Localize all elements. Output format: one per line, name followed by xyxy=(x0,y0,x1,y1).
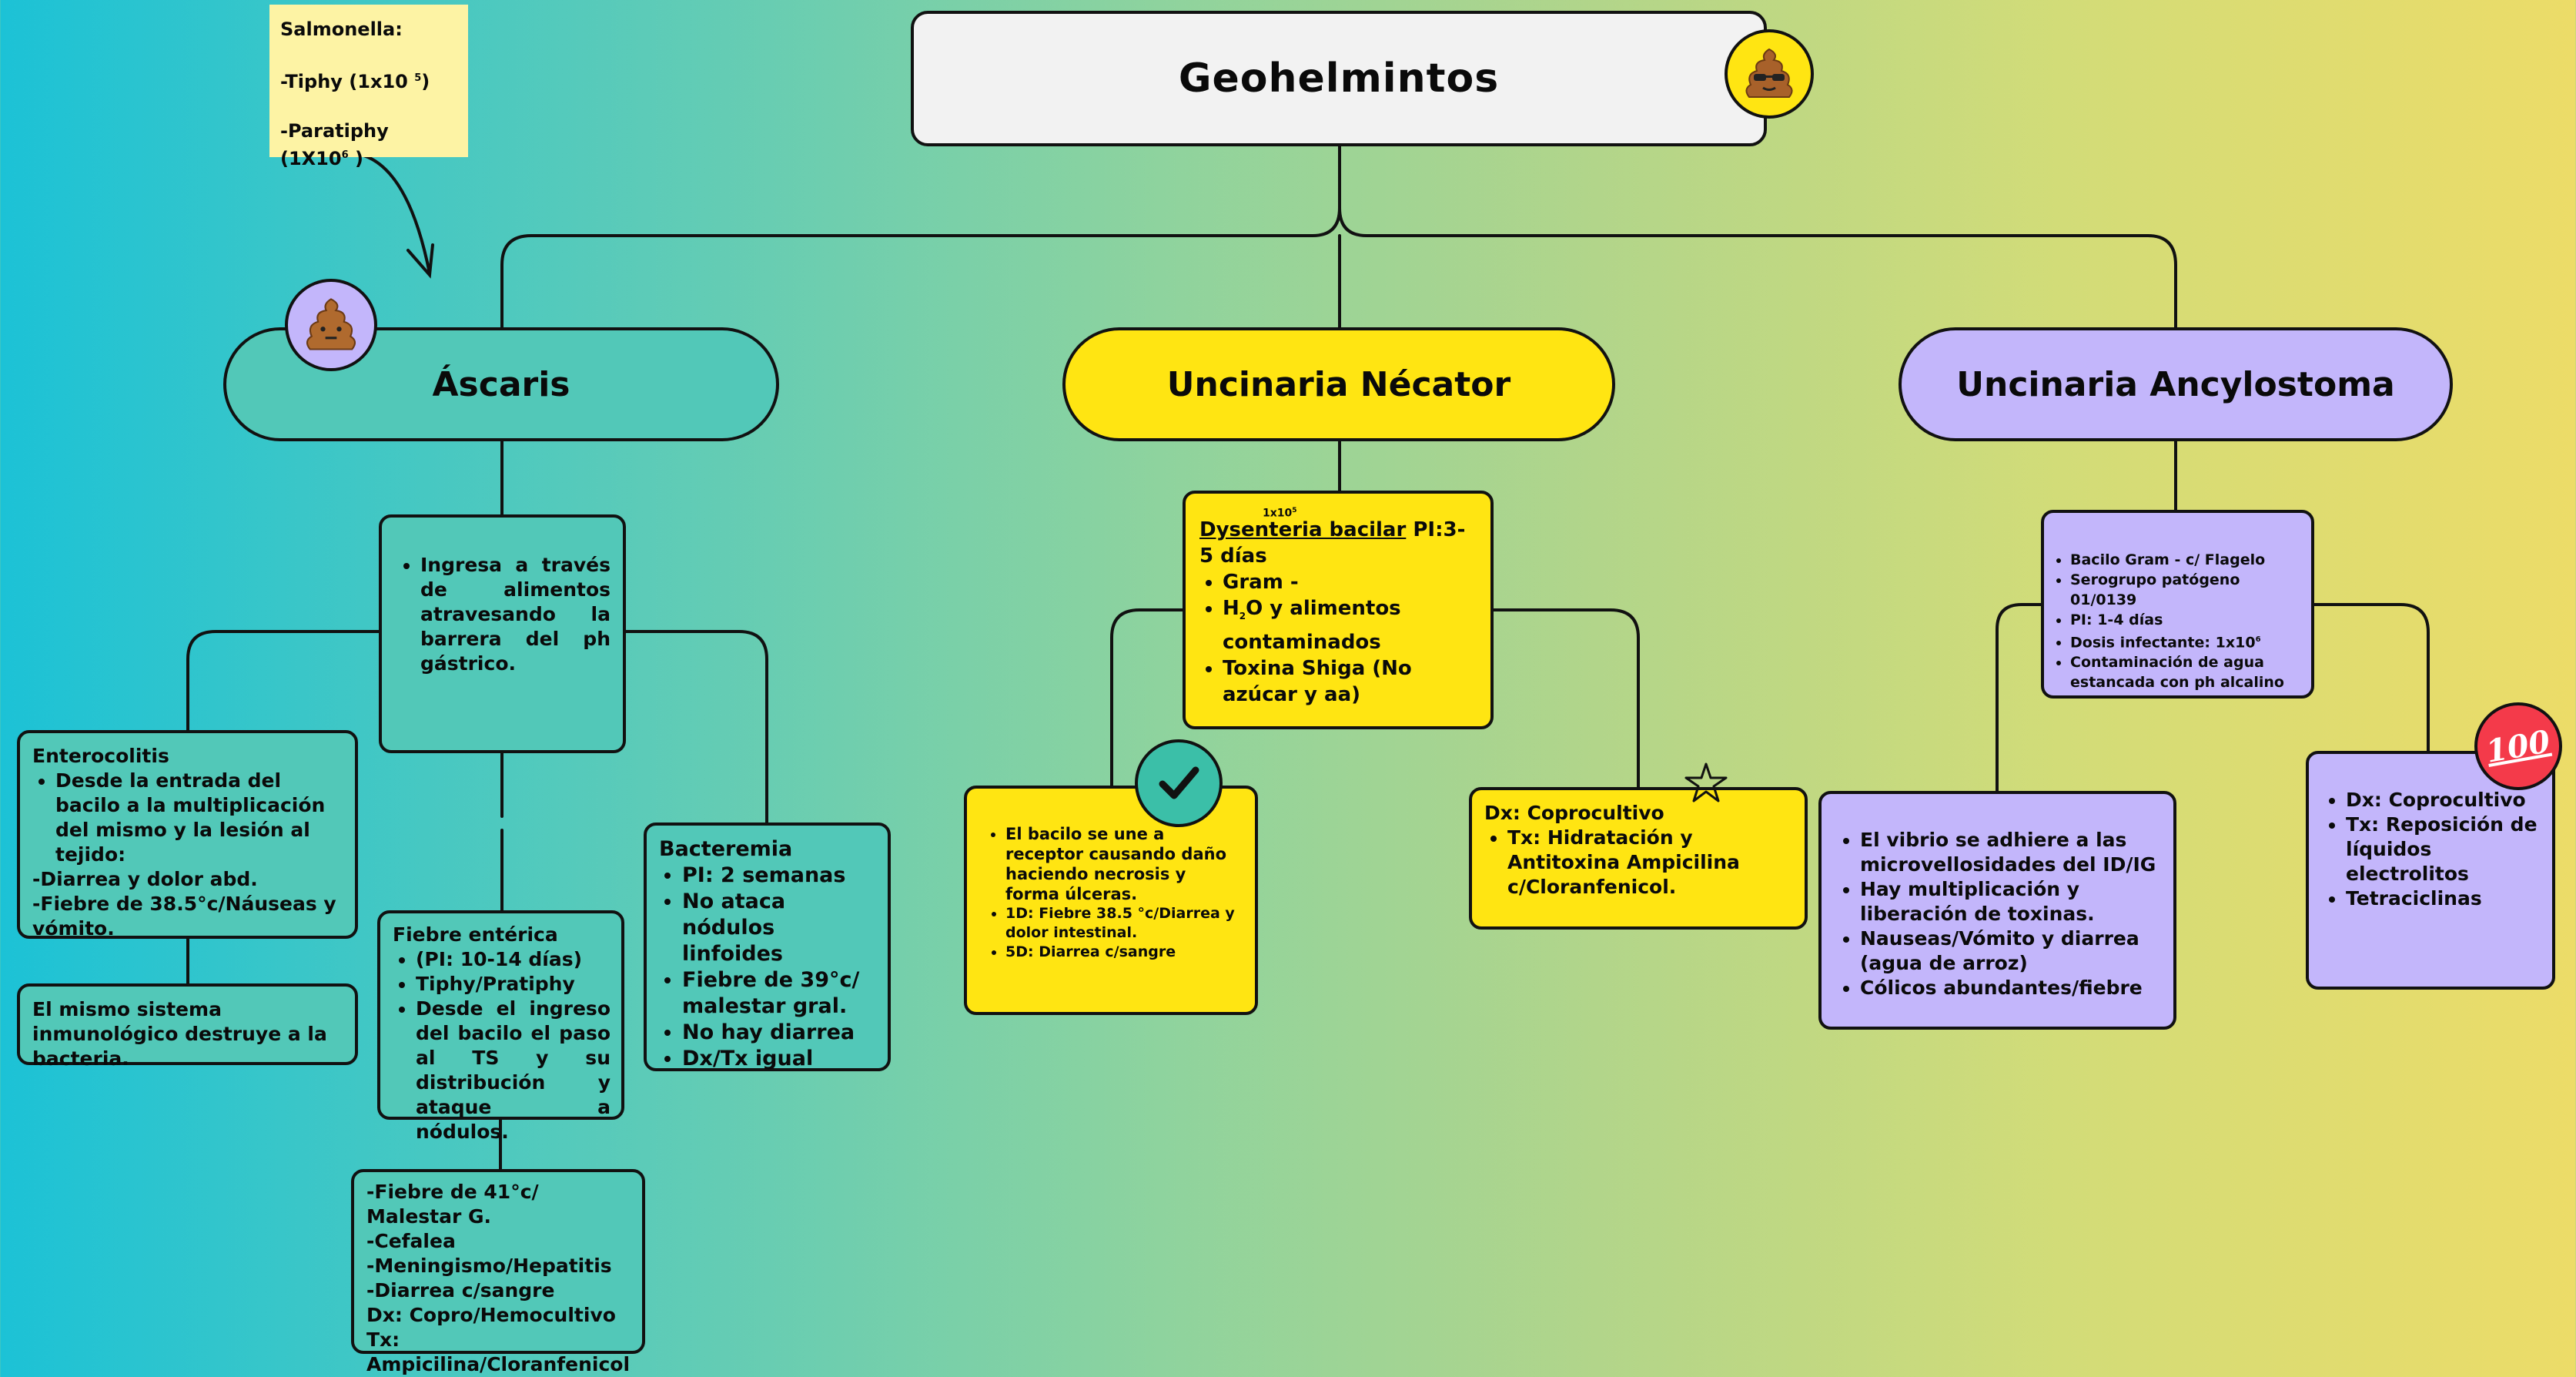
necator-left-small: 5D: Diarrea c/sangre xyxy=(1005,943,1243,962)
ancylostoma-left-item: Hay multiplicación y liberación de toxin… xyxy=(1860,877,2161,926)
fiebre-heading: Fiebre entérica xyxy=(393,923,558,946)
bacteremia-item: Dx/Tx igual xyxy=(682,1046,875,1072)
sintomas-line: -Cefalea xyxy=(366,1230,456,1252)
necator-right-heading: Dx: Coprocultivo xyxy=(1484,802,1664,824)
ancylostoma-left-item: Cólicos abundantes/fiebre xyxy=(1860,976,2161,1000)
star-icon xyxy=(1684,762,1728,802)
bacteremia-item: No ataca nódulos linfoides xyxy=(682,889,875,967)
ancylostoma-right-box: Dx: Coprocultivo Tx: Reposición de líqui… xyxy=(2306,751,2555,990)
page-title: Geohelmintos xyxy=(1178,55,1500,102)
ancylostoma-right-item: Tx: Reposición de líquidos electrolitos xyxy=(2346,812,2541,886)
necator-left-small: 1D: Fiebre 38.5 °c/Diarrea y dolor intes… xyxy=(1005,904,1243,943)
bacteremia-heading: Bacteremia xyxy=(659,837,793,861)
hundred-points-icon: 100 xyxy=(2474,702,2562,790)
category-necator-label: Uncinaria Nécator xyxy=(1166,364,1511,404)
immune-box: El mismo sistema inmunológico destruye a… xyxy=(17,983,358,1070)
check-icon xyxy=(1135,739,1223,827)
cool-poop-icon xyxy=(1725,29,1814,119)
necator-right-item: Tx: Hidratación y Antitoxina Ampicilina … xyxy=(1507,826,1792,900)
necator-left-item: El bacilo se une a receptor causando dañ… xyxy=(1005,824,1243,904)
ancylostoma-right-item: Dx: Coprocultivo xyxy=(2346,788,2541,812)
dysenteria-item: H2O y alimentos contaminados xyxy=(1223,595,1477,655)
ancylostoma-top-item: PI: 1-4 días xyxy=(2070,610,2302,630)
bacteremia-item: PI: 2 semanas xyxy=(682,863,875,889)
enterocolitis-line-2: -Fiebre de 38.5°c/Náuseas y vómito. xyxy=(32,893,336,940)
category-ascaris-label: Áscaris xyxy=(432,364,570,404)
enterocolitis-heading: Enterocolitis xyxy=(32,745,169,767)
sintomas-line: -Diarrea c/sangre xyxy=(366,1279,555,1302)
fiebre-item: Desde el ingreso del bacilo el paso al T… xyxy=(416,997,611,1144)
sintomas-line: Dx: Copro/Hemocultivo xyxy=(366,1304,616,1326)
necator-left-box: El bacilo se une a receptor causando dañ… xyxy=(964,786,1258,1015)
sintomas-line: -Fiebre de 41°c/ Malestar G. xyxy=(366,1181,539,1228)
fiebre-item: Tiphy/Pratiphy xyxy=(416,972,611,997)
ascaris-entry-item: Ingresa a través de alimentos atravesand… xyxy=(420,553,611,676)
bacteremia-item: No hay diarrea xyxy=(682,1020,875,1046)
sticky-note-salmonella: Salmonella: -Tiphy (1x10 5) -Paratiphy (… xyxy=(269,5,468,169)
ascaris-entry-box: Ingresa a través de alimentos atravesand… xyxy=(379,514,626,753)
immune-text: El mismo sistema inmunológico destruye a… xyxy=(32,998,327,1070)
note-line-2: -Tiphy (1x10 5) xyxy=(280,71,430,92)
sintomas-box: -Fiebre de 41°c/ Malestar G. -Cefalea -M… xyxy=(351,1169,645,1375)
note-line-1: Salmonella: xyxy=(280,18,403,40)
ancylostoma-top-item: Bacilo Gram - c/ Flagelo xyxy=(2070,550,2302,570)
category-necator: Uncinaria Nécator xyxy=(1062,327,1615,441)
ancylostoma-top-item: Serogrupo patógeno 01/0139 xyxy=(2070,570,2302,610)
ancylostoma-top-item: Dosis infectante: 1x106 xyxy=(2070,630,2302,652)
bacteremia-item: Fiebre de 39°c/ malestar gral. xyxy=(682,967,875,1020)
bacteremia-box: Bacteremia PI: 2 semanas No ataca nódulo… xyxy=(644,823,891,1071)
necator-right-box: Dx: Coprocultivo Tx: Hidratación y Antit… xyxy=(1469,787,1808,930)
note-line-3: -Paratiphy (1X106 ) xyxy=(280,120,389,169)
ancylostoma-top-box: Bacilo Gram - c/ Flagelo Serogrupo patóg… xyxy=(2041,510,2314,699)
sintomas-line: Tx: Ampicilina/Cloranfenicol xyxy=(366,1328,631,1375)
ancylostoma-right-item: Tetraciclinas xyxy=(2346,886,2541,911)
fiebre-item: (PI: 10-14 días) xyxy=(416,947,611,972)
ancylostoma-top-item: Contaminación de agua estancada con ph a… xyxy=(2070,652,2302,692)
enterocolitis-bullet: Desde la entrada del bacilo a la multipl… xyxy=(55,769,343,867)
fiebre-enterica-box: Fiebre entérica (PI: 10-14 días) Tiphy/P… xyxy=(377,910,624,1143)
dysenteria-box: 1x105 Dysenteria bacilar PI:3-5 días Gra… xyxy=(1183,491,1494,729)
dysenteria-item: Toxina Shiga (No azúcar y aa) xyxy=(1223,655,1477,708)
category-ancylostoma: Uncinaria Ancylostoma xyxy=(1899,327,2453,441)
dysenteria-heading: Dysenteria bacilar PI:3-5 días xyxy=(1199,518,1466,568)
dysenteria-item: Gram - xyxy=(1223,569,1477,595)
category-ancylostoma-label: Uncinaria Ancylostoma xyxy=(1956,364,2395,404)
sintomas-line: -Meningismo/Hepatitis xyxy=(366,1255,612,1277)
enterocolitis-box: Enterocolitis Desde la entrada del bacil… xyxy=(17,730,358,940)
poop-icon xyxy=(285,279,377,371)
dysenteria-sup-note: 1x105 xyxy=(1263,507,1297,520)
hundred-points-text: 100 xyxy=(2483,722,2554,770)
ancylostoma-left-item: Nauseas/Vómito y diarrea (agua de arroz) xyxy=(1860,926,2161,976)
ancylostoma-left-item: El vibrio se adhiere a las microvellosid… xyxy=(1860,828,2161,877)
title-box: Geohelmintos xyxy=(911,11,1767,146)
enterocolitis-line-1: -Diarrea y dolor abd. xyxy=(32,868,258,890)
ancylostoma-left-box: El vibrio se adhiere a las microvellosid… xyxy=(1818,791,2176,1030)
